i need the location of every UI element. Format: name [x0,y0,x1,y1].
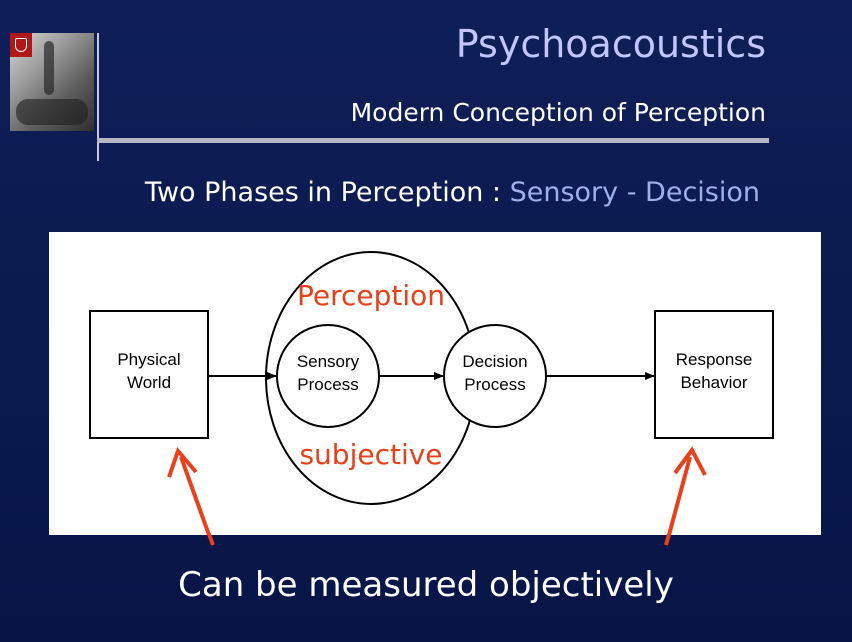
decision-process-label-line2: Process [464,375,525,394]
sensory-process-label-line1: Sensory [297,352,360,371]
annotation-tail-left [207,533,215,546]
diagram-svg: Physical World Perception subjective Sen… [89,251,774,535]
footer-caption: Can be measured objectively [178,565,674,605]
slide-subtitle: Modern Conception of Perception [350,98,766,127]
perception-label: Perception [297,279,445,312]
title-underline [97,138,769,143]
university-logo [10,33,94,131]
perception-diagram: Physical World Perception subjective Sen… [49,232,821,535]
seal-icon [10,33,32,57]
response-behavior-label-line2: Behavior [680,373,747,392]
sensory-process-label-line2: Process [297,375,358,394]
physical-world-box [89,310,209,439]
hands-icon [16,99,88,125]
heading-highlight: Sensory - Decision [509,177,760,208]
annotation-arrow-right [667,446,707,535]
slide-title: Psychoacoustics [455,22,766,66]
annotation-arrow-left [167,447,211,535]
physical-world-label-line1: Physical [117,350,180,369]
subjective-label: subjective [299,438,442,471]
figure-icon [44,41,54,95]
response-behavior-label-line1: Response [676,350,753,369]
vertical-rule [97,33,99,161]
response-behavior-box [654,310,774,439]
decision-process-label-line1: Decision [462,352,527,371]
heading-prefix: Two Phases in Perception : [144,177,510,208]
section-heading: Two Phases in Perception : Sensory - Dec… [145,177,760,208]
physical-world-label-line2: World [127,373,171,392]
annotation-tail-right [664,533,671,546]
